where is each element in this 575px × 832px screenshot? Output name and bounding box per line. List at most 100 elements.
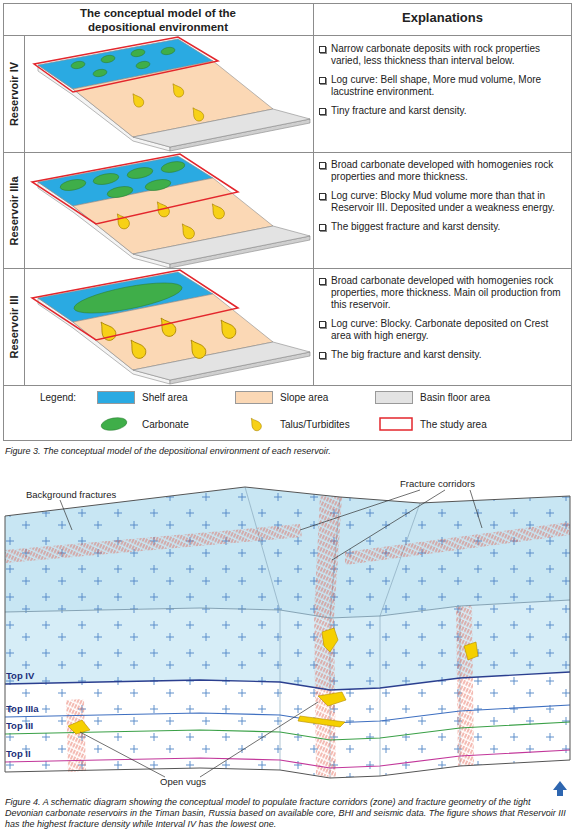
fold-edge	[245, 487, 280, 610]
table-border	[4, 4, 572, 441]
talus-drop	[186, 336, 209, 361]
explanation-text: Broad carbonate developed with homogenie…	[318, 159, 568, 183]
leader-line	[470, 490, 482, 528]
table-rule	[4, 152, 572, 153]
study-area-outline	[34, 37, 218, 92]
callout-label: Open vugs	[160, 776, 240, 787]
column-header: Explanations	[313, 11, 572, 25]
talus-drop	[129, 91, 146, 109]
fold-edge	[380, 616, 381, 776]
legend-label: Talus/Turbidites	[280, 418, 350, 431]
carbonate-bodies	[59, 160, 185, 200]
legend-label: Slope area	[280, 391, 328, 404]
talus-drop	[216, 316, 239, 341]
legend-swatch	[97, 391, 135, 404]
open-vug	[322, 628, 338, 652]
explanation-list: Narrow carbonate deposits with rock prop…	[318, 43, 568, 124]
leader-line	[200, 702, 318, 777]
open-vugs	[68, 628, 478, 734]
leader-line	[80, 732, 165, 777]
fracture-corridors	[5, 496, 570, 778]
carbonate-body	[106, 185, 133, 200]
callout-label: Background fractures	[26, 489, 156, 500]
explanation-text: Log curve: Blocky Mud volume more than t…	[318, 190, 568, 214]
talus-drop	[208, 201, 227, 221]
talus-drop	[178, 221, 197, 241]
leader-lines	[60, 490, 482, 777]
fracture-corridor	[5, 524, 302, 563]
carbonate-body	[100, 54, 115, 64]
reservoir-iiia-block	[32, 154, 310, 268]
carbonate-body	[59, 178, 86, 193]
explanation-text: Log curve: Blocky. Carbonate deposited o…	[318, 318, 568, 342]
table-rule	[24, 36, 25, 386]
legend-swatch	[235, 391, 273, 404]
open-vug	[298, 716, 345, 727]
legend-title: Legend:	[40, 391, 95, 404]
table-rule	[313, 4, 314, 386]
explanation-text: Broad carbonate developed with homogenie…	[318, 275, 568, 311]
leader-line	[60, 500, 72, 530]
fracture-corridor	[345, 522, 570, 565]
horizon-label: Top IIIa	[6, 703, 66, 714]
horizon-top-ii	[5, 750, 570, 768]
carbonate-body	[92, 172, 119, 187]
carbonate-body	[160, 160, 185, 174]
leader-line	[332, 490, 445, 560]
horizon-top-iiia	[5, 705, 570, 723]
carbonate-body	[126, 166, 153, 181]
table-rule	[4, 268, 572, 269]
study-area-sample	[380, 418, 412, 430]
talus-drop	[113, 211, 132, 231]
explanation-list: Broad carbonate developed with homogenie…	[318, 275, 568, 368]
explanation-list: Broad carbonate developed with homogenie…	[318, 159, 568, 240]
explanation-text: The biggest fracture and karst density.	[318, 221, 568, 233]
reservoir-iii-block	[32, 270, 310, 384]
horizon-label: Top III	[6, 720, 66, 731]
column-header: The conceptual model of the depositional…	[58, 6, 258, 34]
open-vug	[318, 692, 346, 706]
talus-drop	[156, 314, 179, 339]
row-label: Reservoir IV	[4, 36, 24, 152]
leader-line	[300, 490, 420, 530]
talus-drop	[126, 336, 149, 361]
reservoir-iv-block	[34, 37, 310, 151]
legend-label: Carbonate	[142, 418, 189, 431]
row-label: Reservoir IIIa	[4, 153, 24, 269]
block-front-edge	[5, 600, 570, 618]
figure-caption: Figure 3. The conceptual model of the de…	[5, 446, 570, 457]
callout-label: Fracture corridors	[400, 478, 530, 489]
legend-label: Shelf area	[142, 391, 188, 404]
open-vug	[464, 642, 478, 660]
legend-label: The study area	[420, 418, 487, 431]
up-arrow-icon	[553, 781, 567, 796]
explanation-text: Tiny fracture and karst density.	[318, 105, 568, 117]
explanation-text: Narrow carbonate deposits with rock prop…	[318, 43, 568, 67]
top-surface	[5, 487, 570, 618]
explanation-text: Log curve: Bell shape, More mud volume, …	[318, 74, 568, 98]
fracture-corridor	[456, 605, 474, 766]
block-outline	[5, 487, 570, 778]
carbonate-body	[144, 178, 171, 193]
study-area-outline	[32, 270, 238, 340]
carbonate-body	[135, 60, 150, 70]
carbonate-body	[70, 60, 85, 70]
horizon-label: Top II	[6, 748, 66, 759]
carbonate-sample	[100, 416, 128, 432]
talus-sample	[248, 416, 264, 433]
fold-edge	[280, 610, 281, 770]
background-fractures	[5, 600, 570, 778]
row-label: Reservoir III	[4, 269, 24, 385]
fracture-corridor	[314, 496, 342, 618]
carbonate-body	[72, 277, 184, 320]
horizon-top-iv	[5, 672, 570, 690]
legend-swatch	[375, 391, 413, 404]
carbonate-body	[92, 68, 107, 78]
legend-label: Basin floor area	[420, 391, 490, 404]
figure-caption: Figure 4. A schematic diagram showing th…	[5, 797, 570, 830]
table-rule	[4, 385, 572, 386]
talus-drop	[169, 81, 186, 99]
explanation-text: The big fracture and karst density.	[318, 349, 568, 361]
